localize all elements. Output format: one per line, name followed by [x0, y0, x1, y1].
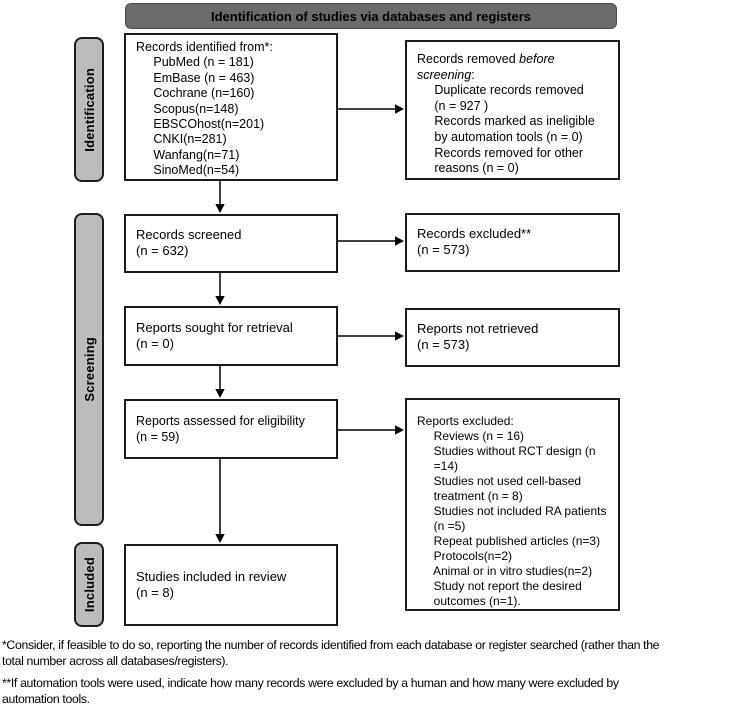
records-removed-colon: :	[471, 67, 475, 82]
box-studies-included: Studies included in review (n = 8)	[124, 544, 338, 626]
box-reports-assessed: Reports assessed for eligibility (n = 59…	[124, 399, 338, 459]
box-reports-not-retrieved: Reports not retrieved (n = 573)	[405, 308, 620, 367]
arrow-screened-to-sought	[215, 273, 225, 305]
box-records-screened: Records screened (n = 632)	[124, 214, 338, 273]
header-title: Identification of studies via databases …	[210, 8, 532, 24]
box-records-identified: Records identified from*: PubMed (n = 18…	[124, 33, 338, 181]
box-reports-sought: Reports sought for retrieval (n = 0)	[124, 306, 338, 366]
box-records-removed: Records removed before screening: Duplic…	[405, 40, 620, 180]
arrow-identified-to-removed	[338, 104, 404, 114]
arrow-identified-to-screened	[215, 181, 225, 213]
box-reports-excluded: Reports excluded: Reviews (n = 16) Studi…	[405, 398, 620, 611]
stage-label-included-text: Included	[81, 556, 97, 613]
stage-label-screening: Screening	[74, 213, 104, 526]
stage-label-included: Included	[74, 542, 104, 627]
arrow-assessed-to-repexcluded	[338, 425, 404, 435]
arrow-sought-to-assessed	[215, 366, 225, 398]
footnote-automation: **If automation tools were used, indicat…	[2, 676, 619, 706]
stage-label-identification-text: Identification	[81, 67, 97, 152]
footnote-databases: *Consider, if feasible to do so, reporti…	[2, 638, 660, 668]
arrow-screened-to-excluded	[338, 236, 404, 246]
arrow-sought-to-notretrieved	[338, 331, 404, 341]
records-removed-italic: before screening	[417, 52, 555, 82]
records-removed-text: Records removed	[417, 52, 520, 66]
stage-label-screening-text: Screening	[81, 337, 97, 402]
stage-label-identification: Identification	[74, 37, 104, 182]
header-banner: Identification of studies via databases …	[125, 3, 617, 29]
arrow-assessed-to-included	[215, 459, 225, 543]
records-removed-details: Duplicate records removed (n = 927 ) Rec…	[434, 83, 595, 176]
box-records-excluded: Records excluded** (n = 573)	[405, 213, 620, 272]
